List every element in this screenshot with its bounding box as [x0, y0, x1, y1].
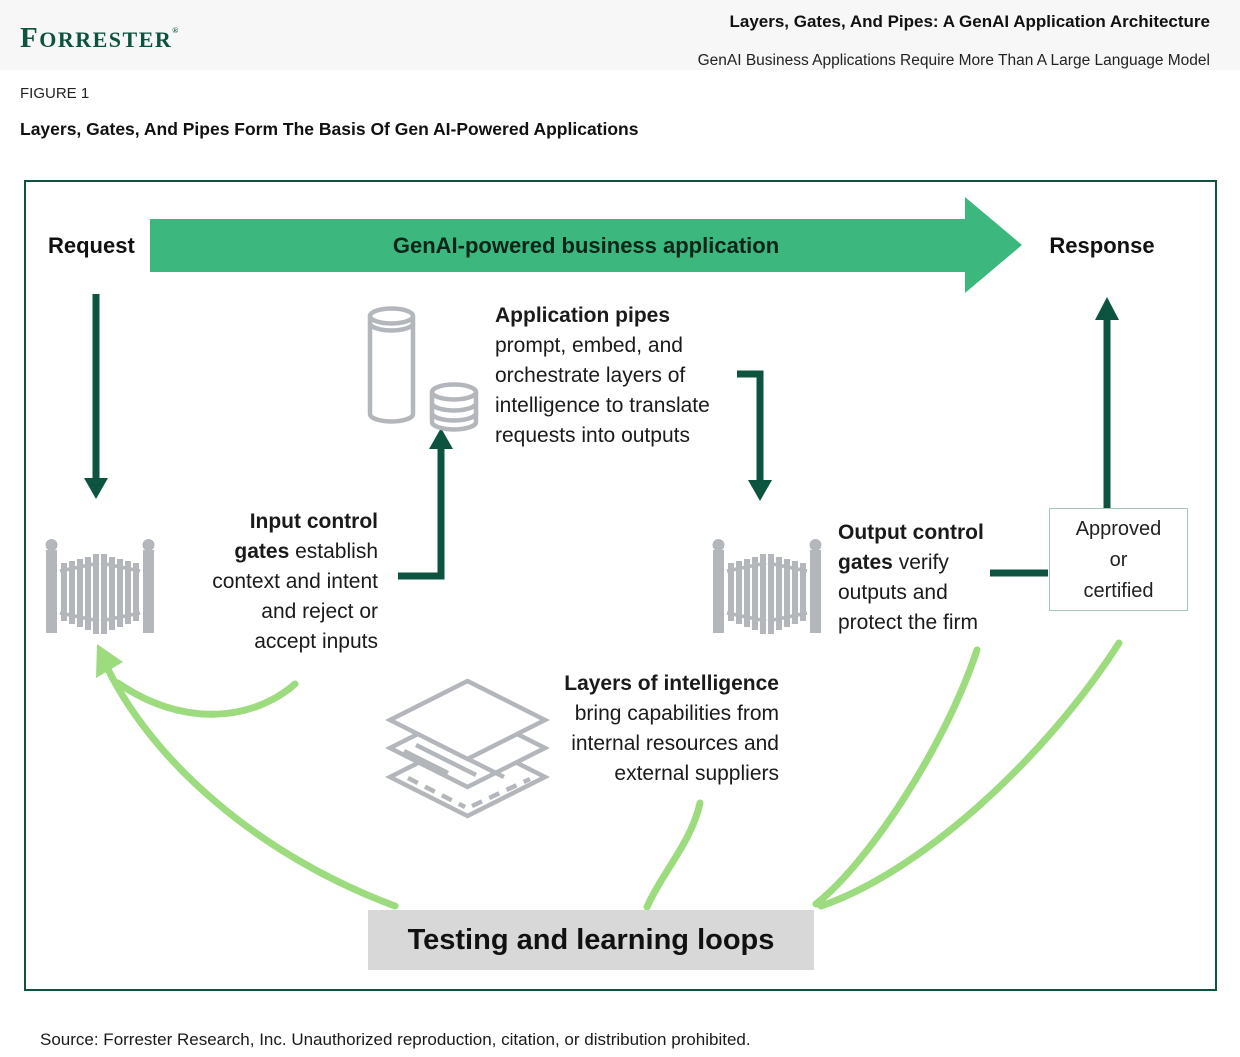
input-to-pipes-arrow — [398, 428, 453, 580]
figure-label: FIGURE 1 — [20, 85, 90, 102]
gate-output-icon — [712, 539, 822, 634]
request-label: Request — [48, 233, 135, 258]
pipes-to-output-arrow — [737, 370, 772, 501]
registered-mark: ® — [172, 26, 179, 35]
figure-frame: Request GenAI-powered business applicati… — [24, 180, 1217, 991]
diagram-canvas — [45, 197, 1123, 911]
loop-output-to-testing — [812, 646, 981, 908]
layers-stack-icon — [384, 678, 551, 819]
logo-letter: F — [20, 22, 40, 54]
header-bar: Forrester® Layers, Gates, And Pipes: A G… — [0, 0, 1240, 70]
database-tall-icon — [367, 306, 416, 424]
testing-learning-loops-box: Testing and learning loops — [368, 910, 814, 970]
logo-word: orrester — [39, 27, 173, 52]
source-note: Source: Forrester Research, Inc. Unautho… — [40, 1030, 751, 1049]
loop-layers-to-testing — [643, 799, 704, 911]
response-label: Response — [1049, 233, 1155, 258]
forrester-logo: Forrester® — [20, 22, 178, 55]
figure-title: Layers, Gates, And Pipes Form The Basis … — [20, 119, 639, 139]
loop-input-text-to-gate — [114, 679, 299, 718]
header-titles: Layers, Gates, And Pipes: A GenAI Applic… — [698, 12, 1210, 70]
loop-approved-to-testing — [817, 639, 1123, 910]
application-arrow — [150, 197, 1022, 293]
request-down-arrow — [84, 294, 108, 499]
testing-loop-curves — [96, 639, 1123, 911]
gate-input-icon — [45, 539, 155, 634]
database-short-icon — [429, 382, 479, 432]
loop-testing-to-input-gate — [100, 657, 399, 910]
loop-arrowhead — [96, 644, 123, 678]
approved-to-response-arrow — [1095, 297, 1119, 508]
report-title: Layers, Gates, And Pipes: A GenAI Applic… — [729, 12, 1210, 31]
application-arrow-label: GenAI-powered business application — [392, 233, 780, 258]
report-subtitle: GenAI Business Applications Require More… — [697, 52, 1210, 69]
